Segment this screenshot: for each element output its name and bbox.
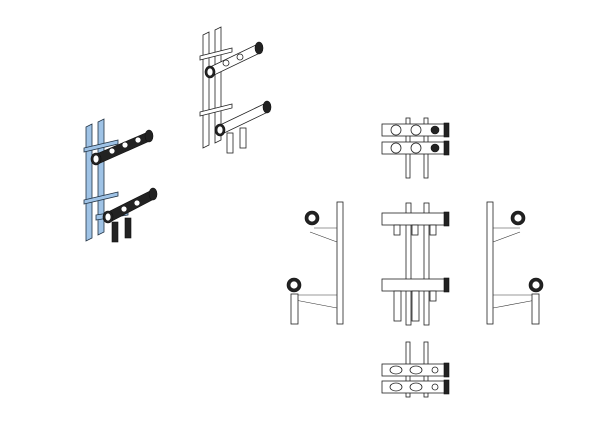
manifold-lower [214, 100, 272, 154]
manifold-row [381, 362, 450, 378]
bracket-arm [83, 139, 119, 153]
isometric-view-colored [83, 118, 158, 243]
top-view [381, 117, 450, 179]
right-side-view [486, 201, 544, 325]
manifold-upper [204, 41, 264, 79]
bracket-arm [83, 191, 119, 205]
manifold-upper [381, 211, 450, 236]
manifold-upper [90, 129, 154, 166]
manifold-lower [381, 277, 450, 322]
manifold-row [381, 140, 450, 156]
mounting-rail [202, 31, 210, 149]
front-view [381, 202, 450, 326]
bracket-arm [199, 103, 233, 117]
manifold-row [381, 122, 450, 138]
mounting-rail [85, 123, 93, 242]
bottom-view [381, 341, 450, 398]
manifold-row [381, 379, 450, 395]
manifold-lower [102, 187, 158, 243]
isometric-view-outline [199, 26, 272, 154]
bracket-arm [199, 47, 233, 61]
left-side-view [286, 201, 344, 325]
